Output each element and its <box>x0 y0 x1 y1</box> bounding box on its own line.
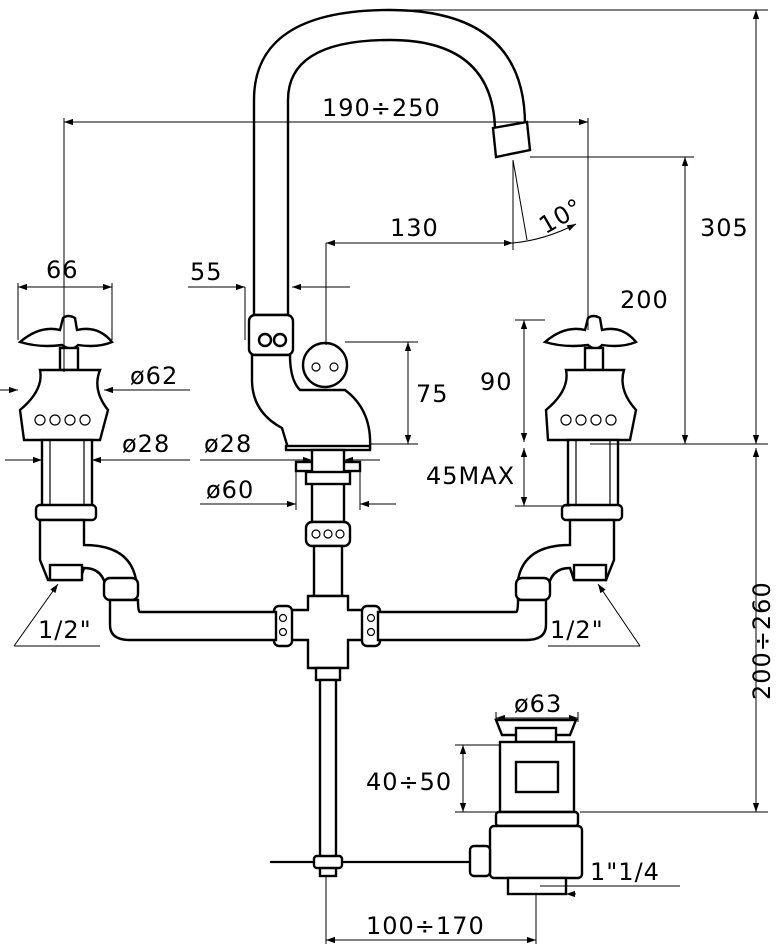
label-rosette-dia: ø62 <box>130 362 178 390</box>
label-waste-height: 40÷50 <box>366 768 452 796</box>
label-shank-dia-left: ø28 <box>122 430 170 458</box>
label-spout-base: 55 <box>190 258 223 286</box>
label-install-depth: 200÷260 <box>748 581 776 700</box>
label-outlet-angle: 10° <box>534 193 587 240</box>
label-waste-dia: ø63 <box>514 690 562 718</box>
label-outlet-height: 305 <box>700 214 749 242</box>
label-shank-dia-center: ø28 <box>204 430 252 458</box>
label-waste-thread: 1"1/4 <box>590 858 660 886</box>
label-handle-height: 90 <box>480 368 513 396</box>
label-handle-width: 66 <box>46 256 79 284</box>
left-tap <box>17 314 140 602</box>
label-max-thickness: 45MAX <box>426 462 515 490</box>
dimension-labels: 190÷250 305 10° 130 66 55 200 75 90 ø62 … <box>38 94 776 940</box>
label-rod-distance: 100÷170 <box>366 912 485 940</box>
label-spout-reach: 190÷250 <box>322 94 441 122</box>
connecting-pipes <box>108 598 548 642</box>
dimension-lines <box>0 9 768 944</box>
central-riser <box>272 448 382 878</box>
label-offset-130: 130 <box>390 214 439 242</box>
label-valve-height: 75 <box>416 380 449 408</box>
right-tap <box>514 314 638 602</box>
label-height-200: 200 <box>620 286 669 314</box>
pop-up-waste <box>270 718 584 896</box>
label-connection-right: 1/2" <box>550 616 604 644</box>
label-connection-left: 1/2" <box>38 616 92 644</box>
label-flange-dia: ø60 <box>206 476 254 504</box>
